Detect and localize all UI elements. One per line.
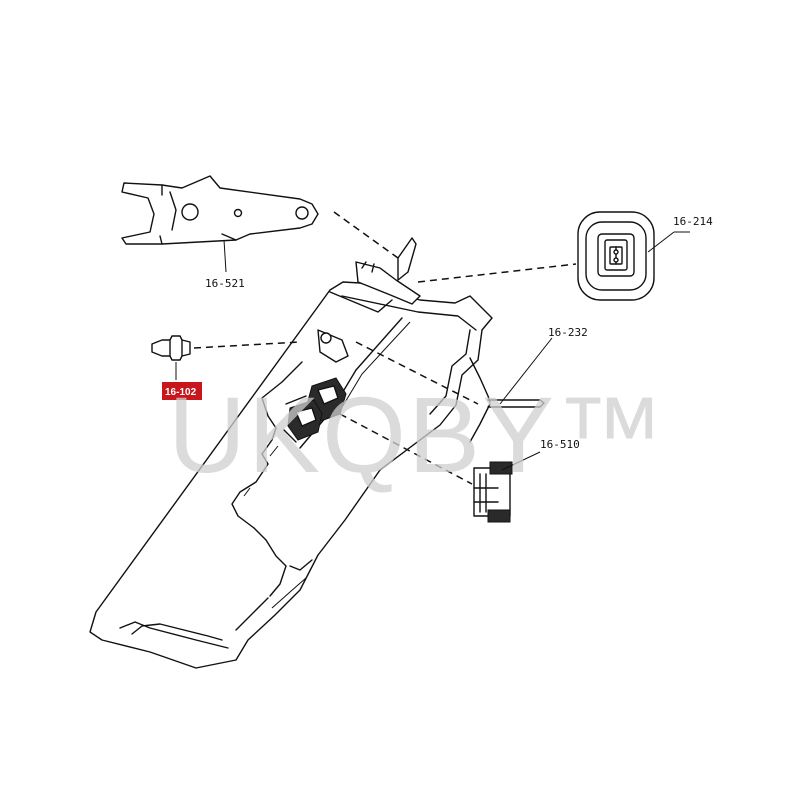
- installed-fork-and-bearing: [283, 237, 421, 443]
- bolt-part: 16-102: [151, 335, 202, 400]
- clip-part-label: 16-232: [548, 326, 588, 339]
- release-bearing-part: 16-510: [473, 438, 580, 523]
- connector-part-label: 16-214: [673, 215, 713, 228]
- spring-clip-part: 16-232: [469, 326, 588, 443]
- clutch-fork-part: 16-521: [121, 175, 319, 290]
- watermark: UKQBY™: [168, 374, 666, 495]
- leader-lines: [193, 211, 577, 485]
- bolt-part-label: 16-102: [165, 387, 197, 398]
- bearing-part-label: 16-510: [540, 438, 580, 451]
- bolt-label-highlight: [162, 382, 202, 400]
- sensor-connector-part: 16-214: [577, 211, 713, 301]
- fork-part-label: 16-521: [205, 277, 245, 290]
